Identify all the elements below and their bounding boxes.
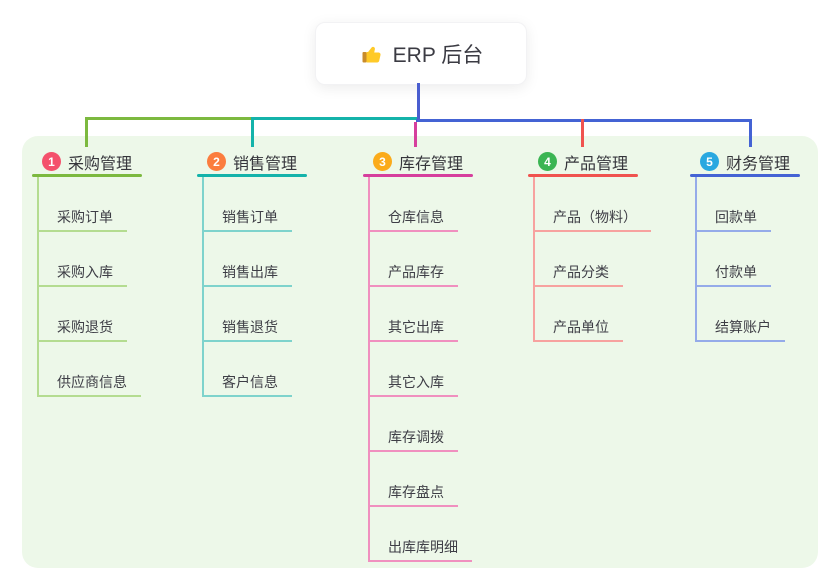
branch-label: 财务管理 — [725, 155, 790, 173]
branch-trunk-sales — [202, 177, 204, 397]
branch-label: 采购管理 — [67, 155, 132, 173]
child-node[interactable]: 销售订单 — [202, 204, 292, 232]
child-node[interactable]: 回款单 — [695, 204, 771, 232]
branch-header-inventory[interactable]: 3 库存管理 — [363, 149, 473, 174]
child-node[interactable]: 销售出库 — [202, 259, 292, 287]
branch-underline-finance — [690, 174, 800, 177]
child-node[interactable]: 采购入库 — [37, 259, 127, 287]
badge-3: 3 — [372, 152, 392, 171]
branch-trunk-product — [533, 177, 535, 342]
branch-trunk-purchase — [37, 177, 39, 397]
child-node[interactable]: 其它入库 — [368, 369, 458, 397]
child-node[interactable]: 客户信息 — [202, 369, 292, 397]
connector-bus-blue — [416, 119, 752, 122]
branch-trunk-finance — [695, 177, 697, 342]
connector-drop-inventory — [414, 122, 417, 147]
connector-drop-sales — [251, 117, 254, 147]
branch-label: 库存管理 — [398, 155, 463, 173]
branch-underline-inventory — [363, 174, 473, 177]
connector-root-trunk — [417, 83, 420, 120]
branch-header-finance[interactable]: 5 财务管理 — [690, 149, 800, 174]
child-node[interactable]: 库存调拨 — [368, 424, 458, 452]
child-node[interactable]: 销售退货 — [202, 314, 292, 342]
branch-underline-purchase — [32, 174, 142, 177]
connector-bus-green — [85, 117, 253, 120]
child-node[interactable]: 付款单 — [695, 259, 771, 287]
root-label: ERP 后台 — [392, 43, 484, 67]
branch-header-product[interactable]: 4 产品管理 — [528, 149, 638, 174]
child-node[interactable]: 其它出库 — [368, 314, 458, 342]
branches-panel — [22, 136, 818, 568]
connector-drop-product — [581, 119, 584, 147]
connector-drop-purchase — [85, 117, 88, 147]
branch-header-sales[interactable]: 2 销售管理 — [197, 149, 307, 174]
branch-underline-sales — [197, 174, 307, 177]
child-node[interactable]: 采购退货 — [37, 314, 127, 342]
branch-label: 销售管理 — [232, 155, 297, 173]
child-node[interactable]: 出库库明细 — [368, 534, 472, 562]
child-node[interactable]: 结算账户 — [695, 314, 785, 342]
branch-label: 产品管理 — [563, 155, 628, 173]
branch-trunk-inventory — [368, 177, 370, 562]
child-node[interactable]: 产品分类 — [533, 259, 623, 287]
child-node[interactable]: 仓库信息 — [368, 204, 458, 232]
badge-2: 2 — [206, 152, 226, 171]
branch-underline-product — [528, 174, 638, 177]
badge-4: 4 — [537, 152, 557, 171]
badge-5: 5 — [699, 152, 719, 171]
child-node[interactable]: 供应商信息 — [37, 369, 141, 397]
connector-bus-teal — [251, 117, 417, 120]
child-node[interactable]: 库存盘点 — [368, 479, 458, 507]
branch-header-purchase[interactable]: 1 采购管理 — [32, 149, 142, 174]
connector-drop-finance — [749, 119, 752, 147]
child-node[interactable]: 采购订单 — [37, 204, 127, 232]
thumbs-up-icon — [359, 42, 383, 66]
root-node[interactable]: ERP 后台 — [315, 22, 527, 85]
child-node[interactable]: 产品库存 — [368, 259, 458, 287]
child-node[interactable]: 产品（物料） — [533, 204, 651, 232]
child-node[interactable]: 产品单位 — [533, 314, 623, 342]
badge-1: 1 — [41, 152, 61, 171]
